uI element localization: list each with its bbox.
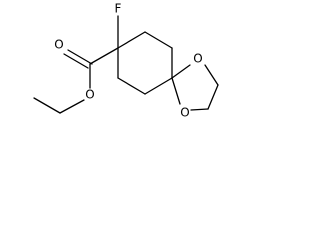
- bond-carbonyl-double-a: [67, 49, 93, 65]
- bond-ch2-o-lower: [190, 108, 209, 111]
- atom-labels: F O O O O: [54, 2, 202, 120]
- bond-c6-c5: [117, 77, 146, 95]
- atom-fluorine: F: [115, 2, 122, 16]
- bond-o-upper-ch2: [204, 64, 219, 86]
- bond-carbonyl-double-b: [63, 53, 89, 69]
- bond-c4-carbonyl-c: [89, 47, 119, 65]
- bond-spiro-c6: [144, 77, 173, 95]
- bond-ch2-ch3: [33, 97, 61, 114]
- bond-c3-c2: [144, 31, 173, 49]
- bond-ch2-ch2: [207, 84, 219, 110]
- chemical-structure: F O O O O: [33, 2, 219, 120]
- bond-c4-c3: [117, 31, 146, 49]
- atom-ketal-oxygen-upper: O: [193, 52, 202, 66]
- bond-o-lower-spiro: [171, 77, 181, 105]
- atom-carbonyl-oxygen: O: [54, 38, 63, 52]
- bond-spiro-o-upper: [171, 64, 191, 79]
- atom-ester-oxygen: O: [85, 88, 94, 102]
- bond-ester-o-ch2: [59, 99, 85, 114]
- bonds: [33, 15, 219, 114]
- atom-ketal-oxygen-lower: O: [180, 106, 189, 120]
